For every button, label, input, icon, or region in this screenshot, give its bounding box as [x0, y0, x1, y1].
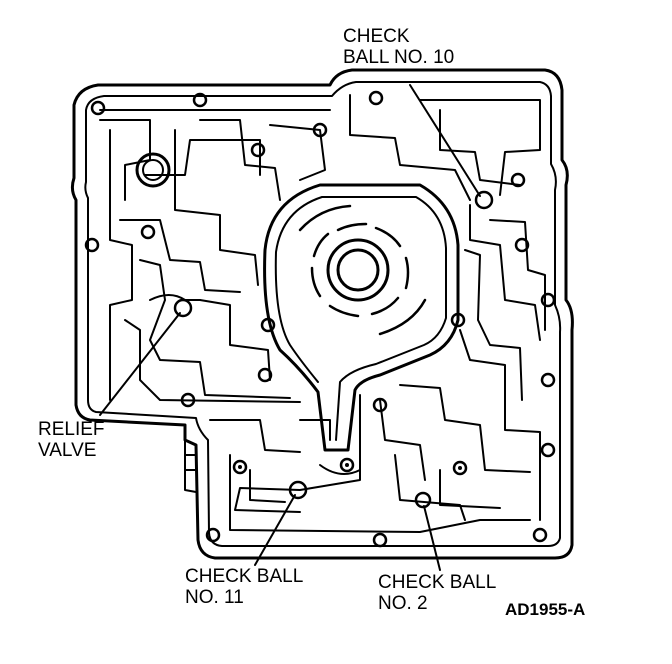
- boss-top-left: [135, 152, 171, 188]
- bolt-hole-centers: [238, 463, 462, 470]
- label-check-ball-11-line1: CHECK BALL: [185, 566, 304, 587]
- leader-check-ball-2: [423, 505, 441, 571]
- outer-arc-top: [298, 204, 352, 232]
- leader-relief-valve: [99, 312, 181, 416]
- label-check-ball-10-line1: CHECK: [343, 26, 410, 47]
- relief-valve-pocket: [173, 298, 193, 318]
- bolt-holes: [84, 90, 556, 548]
- left-tab: [184, 439, 197, 493]
- fluid-channels: [99, 94, 546, 533]
- label-check-ball-2-line2: NO. 2: [378, 593, 428, 614]
- label-check-ball-11-line2: NO. 11: [185, 587, 244, 608]
- plate-inner-edge: [84, 81, 562, 547]
- check-ball-2-pocket: [414, 491, 432, 509]
- ring-slots: [310, 222, 410, 318]
- leader-lines: [99, 84, 481, 571]
- label-relief-valve-line1: RELIEF: [38, 419, 105, 440]
- label-check-ball-10-line2: BALL NO. 10: [343, 47, 455, 68]
- plate-outline: [70, 68, 574, 560]
- center-disc: [263, 183, 460, 452]
- label-check-ball-10: CHECK BALL NO. 10: [343, 26, 454, 68]
- outer-arc-bottom: [378, 298, 427, 336]
- label-check-ball-11: CHECK BALL NO. 11: [185, 566, 303, 608]
- check-ball-10-pocket: [474, 190, 494, 210]
- figure-code: AD1955-A: [505, 600, 586, 619]
- label-check-ball-2: CHECK BALL NO. 2: [378, 572, 496, 614]
- leader-check-ball-10: [409, 84, 481, 197]
- label-relief-valve: RELIEF VALVE: [38, 419, 105, 461]
- leader-check-ball-11: [254, 494, 296, 566]
- hub-inner: [336, 248, 380, 292]
- label-check-ball-2-line1: CHECK BALL: [378, 572, 497, 593]
- check-ball-11-pocket: [288, 480, 308, 500]
- hub-outer: [326, 238, 390, 302]
- center-disc-inner: [274, 196, 447, 441]
- boss-top-left-inner: [142, 159, 164, 181]
- label-relief-valve-line2: VALVE: [38, 440, 97, 461]
